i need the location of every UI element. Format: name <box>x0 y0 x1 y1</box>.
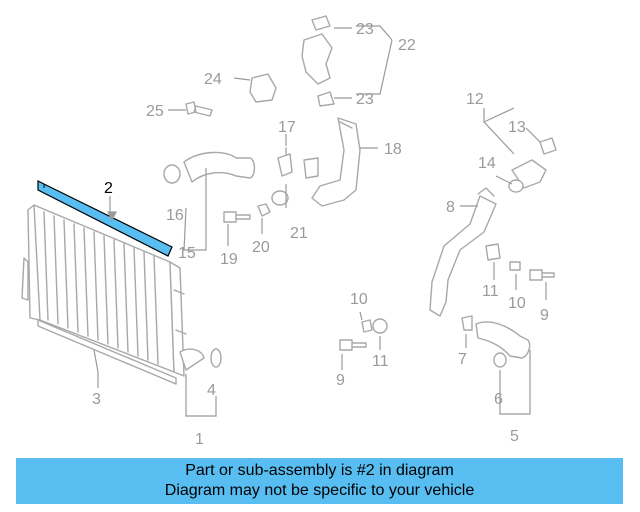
info-banner: Part or sub-assembly is #2 in diagram Di… <box>16 458 623 504</box>
callout-10b: 10 <box>508 295 526 312</box>
part-17-sensor <box>277 153 293 177</box>
callout-25: 25 <box>146 103 164 120</box>
part-22-hose <box>301 33 333 85</box>
part-9-bolt <box>529 269 555 281</box>
callout-7: 7 <box>458 351 467 368</box>
callout-9b: 9 <box>540 307 549 324</box>
callout-2: 2 <box>104 180 113 197</box>
part-25-bolt <box>185 101 213 117</box>
callout-12: 12 <box>466 91 484 108</box>
part-3-lower-strip <box>37 319 177 385</box>
part-9-bolt-mid <box>339 339 367 351</box>
callout-23a: 23 <box>356 21 374 38</box>
part-8-pipe <box>429 195 497 317</box>
callout-11a: 11 <box>372 353 389 370</box>
callout-21: 21 <box>290 225 308 242</box>
part-6-o-ring <box>493 352 507 368</box>
part-4-o-ring <box>210 348 222 368</box>
banner-line-2: Diagram may not be specific to your vehi… <box>164 482 475 499</box>
callout-24: 24 <box>204 71 222 88</box>
callout-14: 14 <box>478 155 496 172</box>
part-11-grommet <box>485 243 501 261</box>
callout-18: 18 <box>384 141 402 158</box>
callout-20: 20 <box>252 239 270 256</box>
part-11-grommet-mid <box>372 318 388 334</box>
callout-23b: 23 <box>356 91 374 108</box>
callout-8: 8 <box>446 199 455 216</box>
intercooler-core <box>21 204 205 377</box>
part-7-clip <box>461 315 473 331</box>
part-15-hose <box>183 151 256 183</box>
part-24-actuator <box>249 73 277 103</box>
callout-9a: 9 <box>336 372 345 389</box>
callout-5: 5 <box>510 428 519 445</box>
callout-15: 15 <box>178 245 196 262</box>
callout-labels: 1 2 3 4 5 6 7 8 9 9 10 10 11 11 12 13 14… <box>92 21 549 448</box>
part-21-grommet <box>271 190 289 206</box>
part-16-clamp <box>163 164 181 184</box>
part-18-pipe <box>311 117 361 207</box>
callout-17: 17 <box>278 119 296 136</box>
part-2-seal-strip <box>37 180 173 257</box>
part-10-nut <box>509 261 521 271</box>
callout-13: 13 <box>508 119 526 136</box>
callout-3: 3 <box>92 391 101 408</box>
parts-diagram: 1 2 3 4 5 6 7 8 9 9 10 10 11 11 12 13 14… <box>21 15 557 448</box>
callout-19: 19 <box>220 251 238 268</box>
part-10-nut-mid <box>361 319 373 333</box>
part-20-nut <box>257 203 271 217</box>
callout-11b: 11 <box>482 283 499 300</box>
part-5-hose <box>475 321 531 359</box>
callout-16: 16 <box>166 207 184 224</box>
leader-lines <box>93 25 547 417</box>
part-14-clamp <box>508 179 524 193</box>
part-19-bolt <box>223 211 251 223</box>
banner-line-1: Part or sub-assembly is #2 in diagram <box>185 462 454 479</box>
callout-4: 4 <box>207 382 216 399</box>
callout-22: 22 <box>398 37 416 54</box>
callout-10a: 10 <box>350 291 368 308</box>
callout-1: 1 <box>195 431 204 448</box>
callout-6: 6 <box>494 391 503 408</box>
